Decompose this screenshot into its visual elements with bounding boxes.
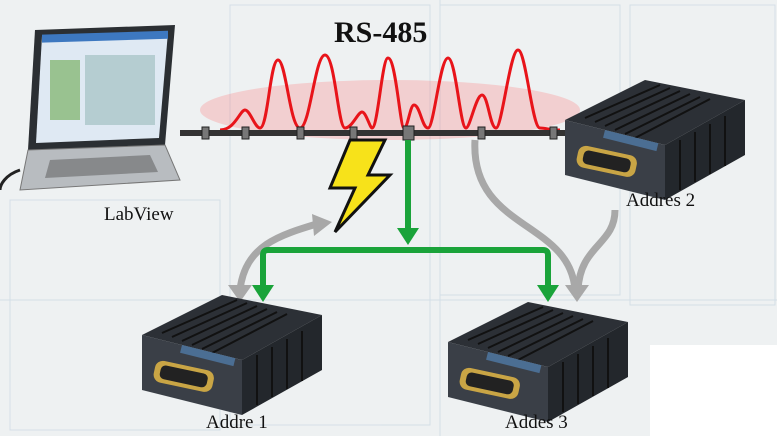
label-addre-1: Addre 1	[206, 412, 268, 433]
rs485-bus	[180, 125, 565, 141]
lightning-icon	[327, 138, 394, 234]
laptop-icon	[0, 25, 181, 191]
rs485-converter-icon-addres-2	[564, 79, 746, 201]
label-addes-3: Addes 3	[505, 412, 568, 433]
label-addres-2: Addres 2	[626, 190, 696, 211]
green-data-lines	[260, 140, 551, 290]
rs485-converter-icon-addre-1	[141, 294, 323, 416]
gray-links	[236, 139, 619, 291]
green-arrowheads	[252, 228, 559, 302]
label-labview: LabView	[104, 204, 174, 225]
signal-waveform	[219, 48, 561, 132]
gray-arrowheads	[228, 214, 589, 302]
diagram-title: RS-485	[334, 16, 428, 49]
rs485-converter-icon-addes-3	[447, 301, 629, 423]
white-patch	[650, 345, 777, 436]
